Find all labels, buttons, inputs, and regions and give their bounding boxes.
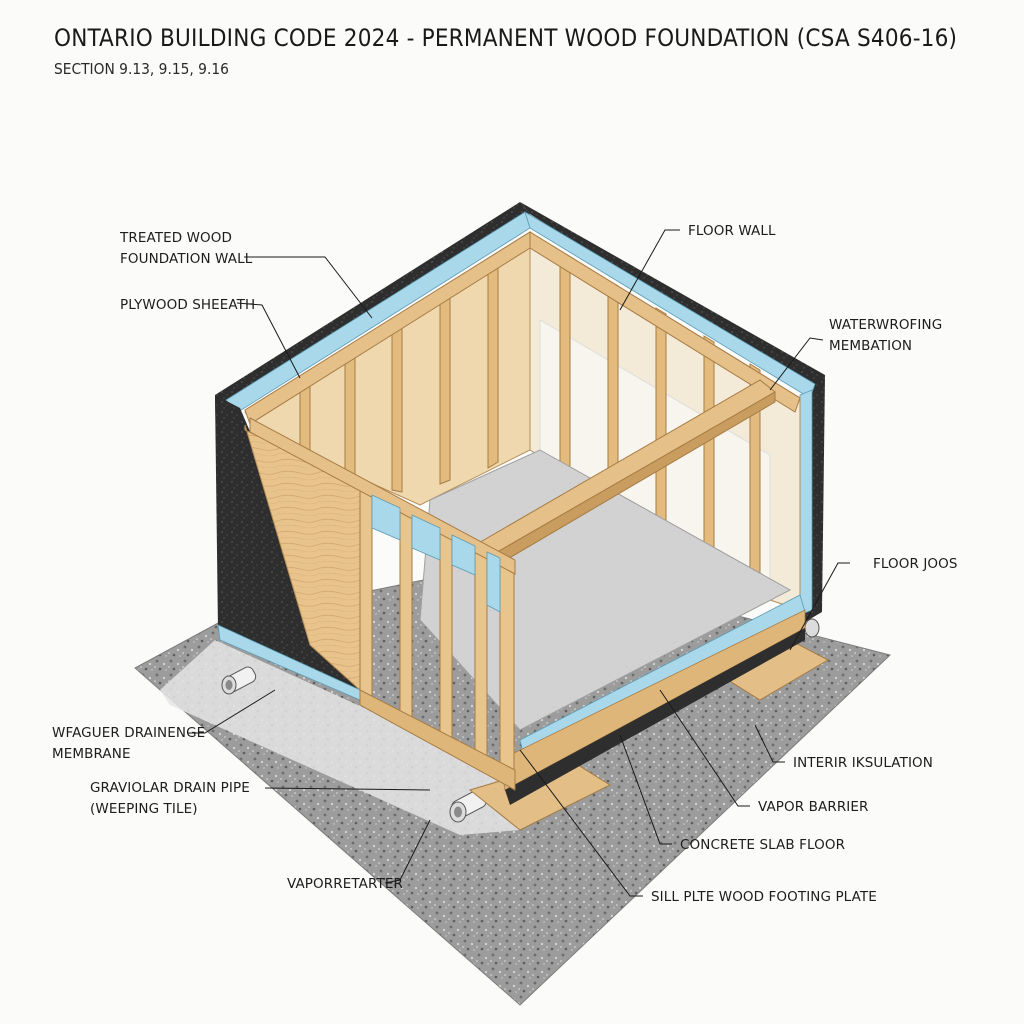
label-vapor-barrier: VAPOR BARRIER [758, 799, 869, 815]
leader-lines [188, 229, 850, 897]
label-treated-wall-2: FOUNDATION WALL [120, 251, 253, 267]
label-waterproofing-2: MEMBATION [829, 338, 912, 354]
weeping-tile-pipe-right [804, 618, 820, 638]
label-plywood: PLYWOOD SHEEATH [120, 297, 255, 313]
label-floor-joists: FLOOR JOOS [873, 556, 958, 572]
weeping-tile-pipe-front [449, 789, 487, 823]
diagram-title: ONTARIO BUILDING CODE 2024 - PERMANENT W… [54, 24, 958, 52]
label-waterproofing-1: WATERWROFING [829, 317, 942, 333]
back-left-studs [299, 255, 499, 493]
weeping-tile-pipe-left [221, 666, 257, 695]
label-floor-wall: FLOOR WALL [688, 223, 776, 239]
label-sill-plate: SILL PLTE WOOD FOOTING PLATE [651, 889, 877, 905]
front-bottom-plate [359, 689, 516, 791]
label-drainage-1: WFAGUER DRAINENGE [52, 725, 205, 741]
front-top-plate [249, 417, 516, 575]
label-interior-insulation: INTERIR IKSULATION [793, 755, 933, 771]
label-drainage-2: MEMBRANE [52, 746, 131, 762]
front-wall-studs [359, 484, 515, 781]
label-drain-pipe-1: GRAVIOLAR DRAIN PIPE [90, 780, 250, 796]
label-vapor-retarder: VAPORRETARTER [287, 876, 403, 892]
insulation-right-edge [799, 389, 813, 616]
top-plate-right [529, 231, 801, 413]
label-drain-pipe-2: (WEEPING TILE) [90, 801, 198, 817]
diagram-subtitle: SECTION 9.13, 9.15, 9.16 [54, 60, 229, 78]
label-concrete-slab: CONCRETE SLAB FLOOR [680, 837, 845, 853]
label-treated-wall-1: TREATED WOOD [119, 230, 232, 246]
back-right-studs [559, 251, 761, 591]
filter-sand-band [160, 640, 520, 835]
slab-bottom-membrane [505, 628, 805, 805]
front-wall-blocking [371, 494, 501, 613]
